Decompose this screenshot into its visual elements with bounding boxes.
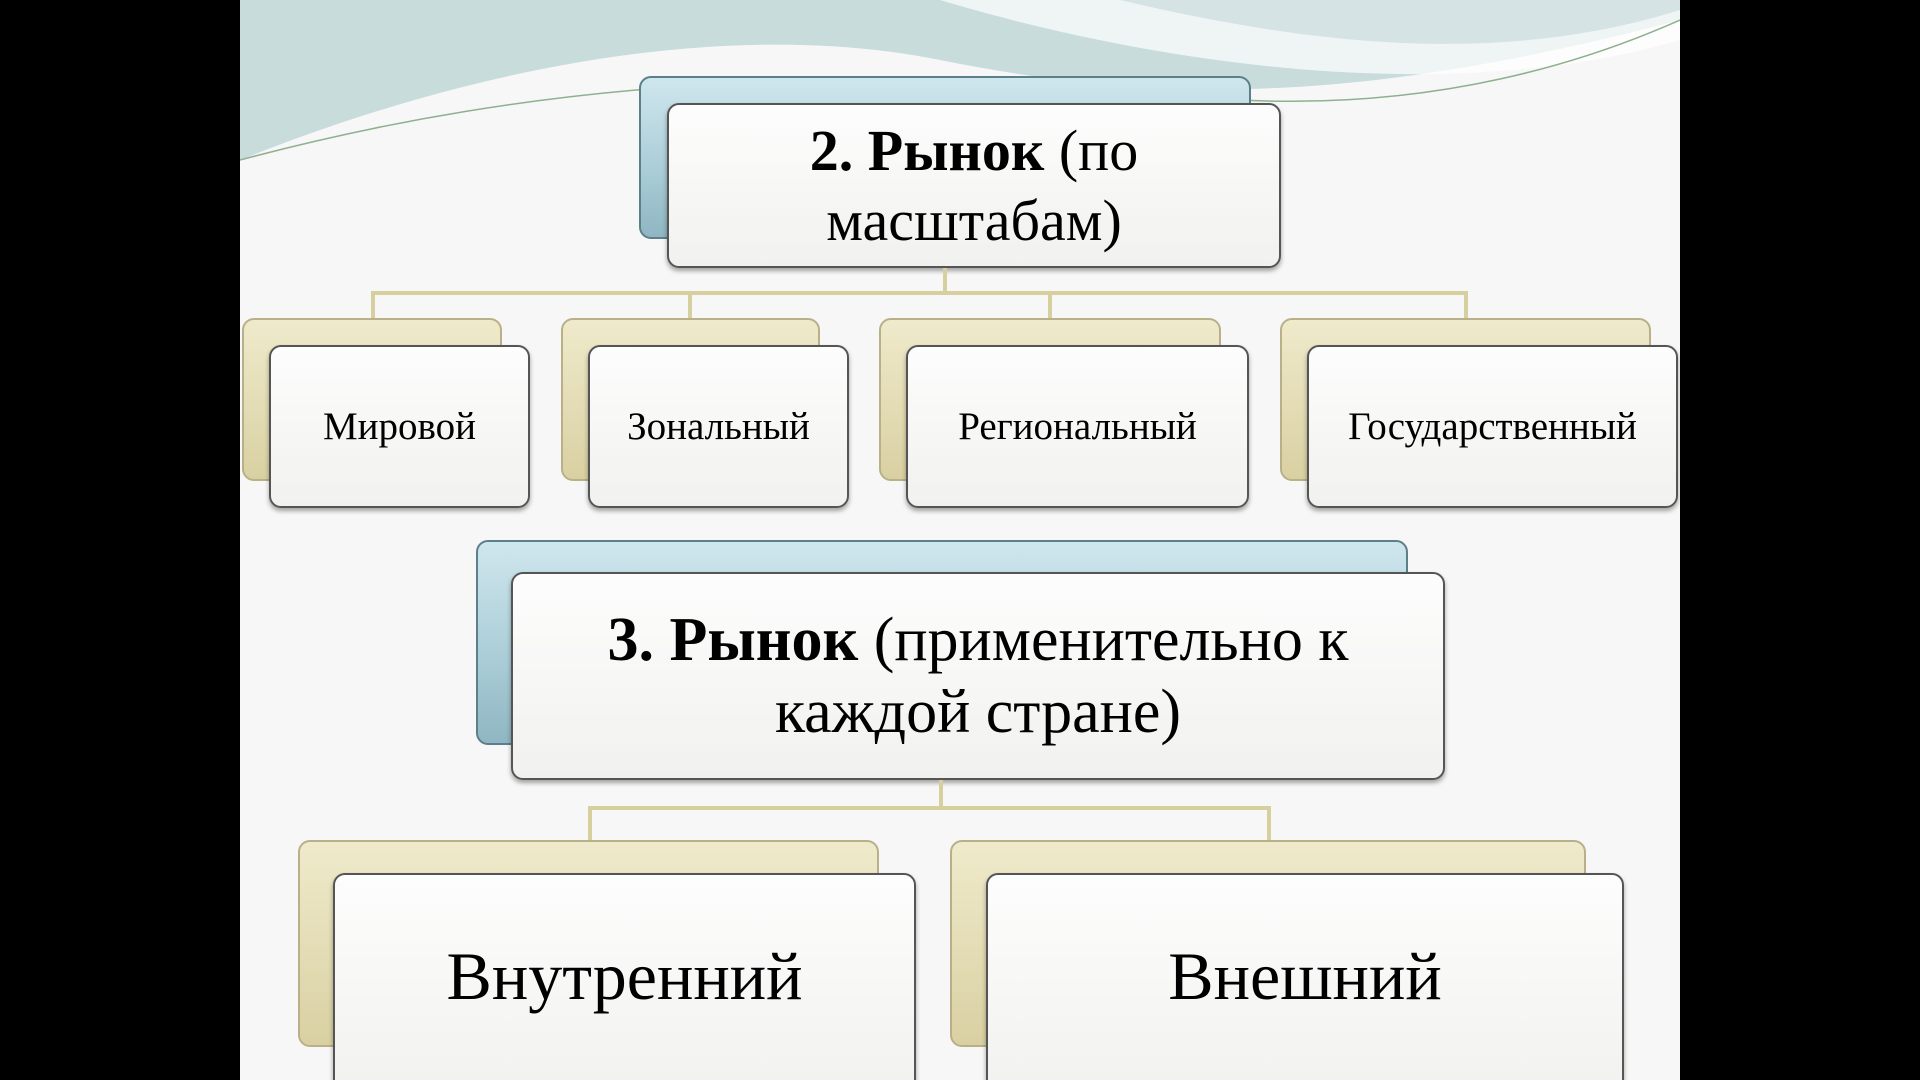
scale-box-regional: Региональный	[906, 345, 1249, 508]
connector	[1048, 291, 1052, 319]
connector	[1464, 291, 1468, 319]
label: Зональный	[627, 405, 810, 448]
slide: 2. Рынок (по масштабам) Мировой Зональны…	[240, 0, 1680, 1080]
label: Внешний	[1168, 937, 1442, 1014]
country-box-domestic: Внутренний	[333, 873, 916, 1080]
connector	[588, 806, 1271, 810]
label: Региональный	[958, 405, 1197, 448]
title-rest: (по масштабам)	[826, 117, 1139, 253]
label: Мировой	[322, 405, 477, 448]
scale-box-world: Мировой	[269, 345, 530, 508]
label: Государственный	[1348, 405, 1637, 448]
country-box-foreign: Внешний	[986, 873, 1624, 1080]
connector	[371, 291, 375, 319]
connector	[371, 291, 1468, 295]
title-bold: 3. Рынок	[607, 606, 859, 674]
connector	[1267, 806, 1271, 840]
title-bold: 2. Рынок	[809, 117, 1045, 183]
connector	[588, 806, 592, 840]
scale-box-zonal: Зональный	[588, 345, 849, 508]
scale-box-state: Государственный	[1307, 345, 1678, 508]
connector	[688, 291, 692, 319]
label: Внутренний	[446, 937, 803, 1014]
connector	[939, 780, 943, 809]
wave-decoration	[240, 0, 1680, 161]
title-rest: (применительно к каждой стране)	[775, 606, 1349, 746]
connector	[943, 268, 947, 294]
market-scale-title-box: 2. Рынок (по масштабам)	[667, 103, 1281, 268]
market-country-title-box: 3. Рынок (применительно к каждой стране)	[511, 572, 1445, 780]
